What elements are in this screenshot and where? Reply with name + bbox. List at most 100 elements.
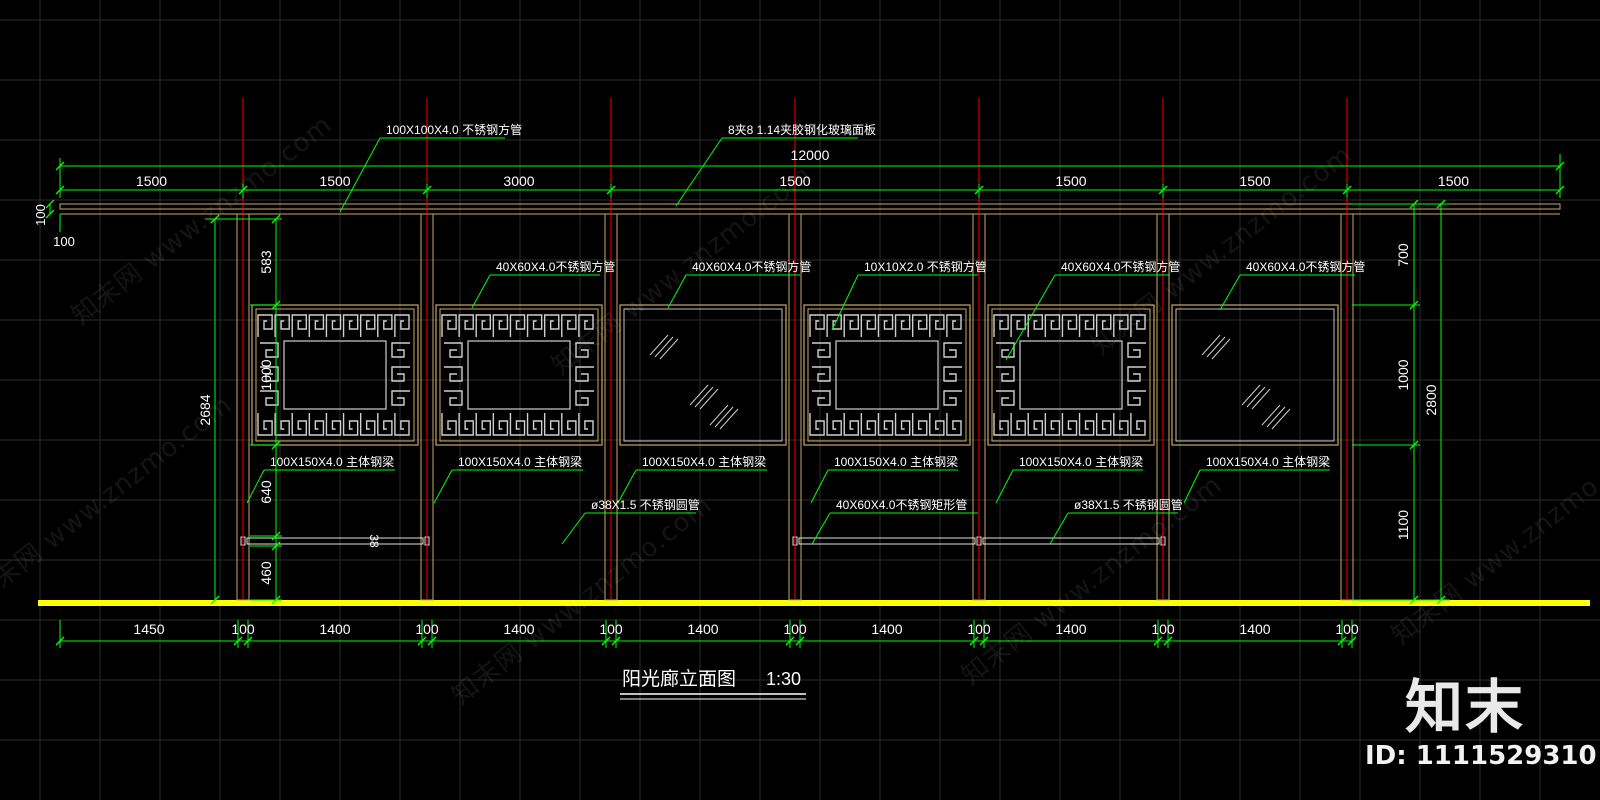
lattice-fret (377, 314, 393, 337)
glass-hatch (649, 334, 669, 356)
image-id: ID: 1111529310 (1365, 741, 1597, 771)
lattice-fret (812, 342, 831, 358)
glass-hatch (1246, 386, 1266, 408)
total-dimension-text: 12000 (791, 147, 830, 163)
overall-height-right: 2800 (1423, 384, 1439, 415)
left-dimension-text: 640 (258, 480, 274, 504)
leader-line (246, 469, 265, 504)
callout-rect-tube: 40X60X4.0不锈钢矩形管 (836, 497, 967, 512)
glass-hatch (1206, 336, 1226, 358)
bottom-dimension-text: 100 (1151, 621, 1175, 637)
lattice-fret (1095, 314, 1112, 337)
lattice-fret (509, 413, 526, 436)
top-dimension-text: 1500 (136, 173, 167, 189)
lattice-fret (578, 314, 594, 337)
lattice-fret (359, 413, 376, 436)
brand-logo: 知末 (1405, 673, 1526, 741)
lattice-fret (1061, 413, 1078, 436)
lattice-fret (993, 413, 1009, 436)
panel-inner-frame (1175, 308, 1335, 442)
top-dimension-text: 1500 (319, 173, 350, 189)
lattice-opening (835, 340, 939, 410)
dimension-tick (55, 161, 65, 171)
lattice-fret (996, 390, 1015, 406)
lattice-fret (359, 314, 376, 337)
panel-inner-frame (991, 308, 1151, 442)
lattice-fret (509, 314, 526, 337)
panel-frame (803, 304, 971, 446)
lattice-fret (274, 314, 290, 337)
dimension-tick (210, 595, 220, 605)
callout-frame-tube: 40X60X4.0不锈钢方管 (1246, 259, 1365, 274)
lattice-fret (1027, 413, 1044, 436)
lattice-fret (444, 366, 463, 382)
bottom-dimension-text: 100 (599, 621, 623, 637)
left-dimension-text: 460 (258, 561, 274, 585)
lattice-fret (943, 342, 962, 358)
lattice-fret (561, 314, 577, 337)
lattice-fret (394, 314, 410, 337)
bottom-dimension-text: 100 (967, 621, 991, 637)
lattice-fret (444, 342, 463, 358)
overall-height-left: 2684 (197, 394, 213, 425)
leader-line (471, 274, 491, 309)
lattice-fret (575, 390, 594, 406)
leader-line (675, 137, 723, 207)
glass-hatch (714, 406, 734, 428)
lattice-fret (1044, 314, 1061, 337)
callout-main-beam: 100X150X4.0 主体钢梁 (270, 454, 394, 469)
lattice-fret (1113, 314, 1129, 337)
lattice-fret (391, 366, 410, 382)
bottom-dimension-text: 100 (231, 621, 255, 637)
lattice-fret (943, 390, 962, 406)
leader-line (617, 469, 637, 504)
drawing-title: 阳光廊立面图 (622, 668, 736, 690)
callout-frame-tube: 40X60X4.0不锈钢方管 (496, 259, 615, 274)
lattice-fret (342, 314, 359, 337)
lattice-fret (257, 314, 273, 337)
drawing-scale: 1:30 (766, 669, 801, 689)
lattice-fret (809, 413, 825, 436)
lattice-fret (929, 413, 945, 436)
callout-frame-small-tube: 10X10X2.0 不锈钢方管 (864, 259, 987, 274)
left-dimension-text: 38 (367, 534, 381, 548)
glass-hatch (1241, 384, 1261, 406)
lattice-fret (260, 366, 279, 382)
top-dimension-text: 1500 (779, 173, 810, 189)
right-dimension-text: 700 (1395, 243, 1411, 267)
callout-glass-panel: 8夹8 1.14夹胶钢化玻璃面板 (728, 122, 876, 137)
top-dimension-text: 3000 (503, 173, 534, 189)
bottom-dimension-text: 100 (1335, 621, 1359, 637)
lattice-fret (492, 413, 509, 436)
glass-hatch (709, 404, 729, 426)
lattice-fret (475, 314, 492, 337)
glass-hatch (1251, 388, 1271, 410)
callout-main-beam: 100X150X4.0 主体钢梁 (1206, 454, 1330, 469)
lattice-fret (325, 413, 342, 436)
lattice-fret (444, 390, 463, 406)
lattice-fret (526, 413, 543, 436)
callout-main-beam: 100X150X4.0 主体钢梁 (458, 454, 582, 469)
lattice-fret (809, 314, 825, 337)
callout-round-tube: ø38X1.5 不锈钢圆管 (591, 497, 700, 512)
lattice-fret (1130, 314, 1146, 337)
lattice-fret (1127, 366, 1146, 382)
lattice-fret (877, 413, 894, 436)
dimension-tick (1555, 161, 1565, 171)
lattice-fret (812, 390, 831, 406)
lattice-fret (308, 314, 325, 337)
lattice-fret (441, 314, 457, 337)
lattice-fret (543, 314, 560, 337)
panel-inner-frame (255, 308, 415, 442)
leader-line (811, 512, 831, 545)
handrail (982, 537, 1160, 545)
lattice-fret (1127, 390, 1146, 406)
lattice-fret (561, 413, 577, 436)
lattice-fret (1010, 413, 1026, 436)
lattice-opening (467, 340, 571, 410)
top-dimension-text: 1500 (1239, 173, 1270, 189)
glass-hatch (699, 388, 719, 410)
lattice-fret (894, 314, 911, 337)
